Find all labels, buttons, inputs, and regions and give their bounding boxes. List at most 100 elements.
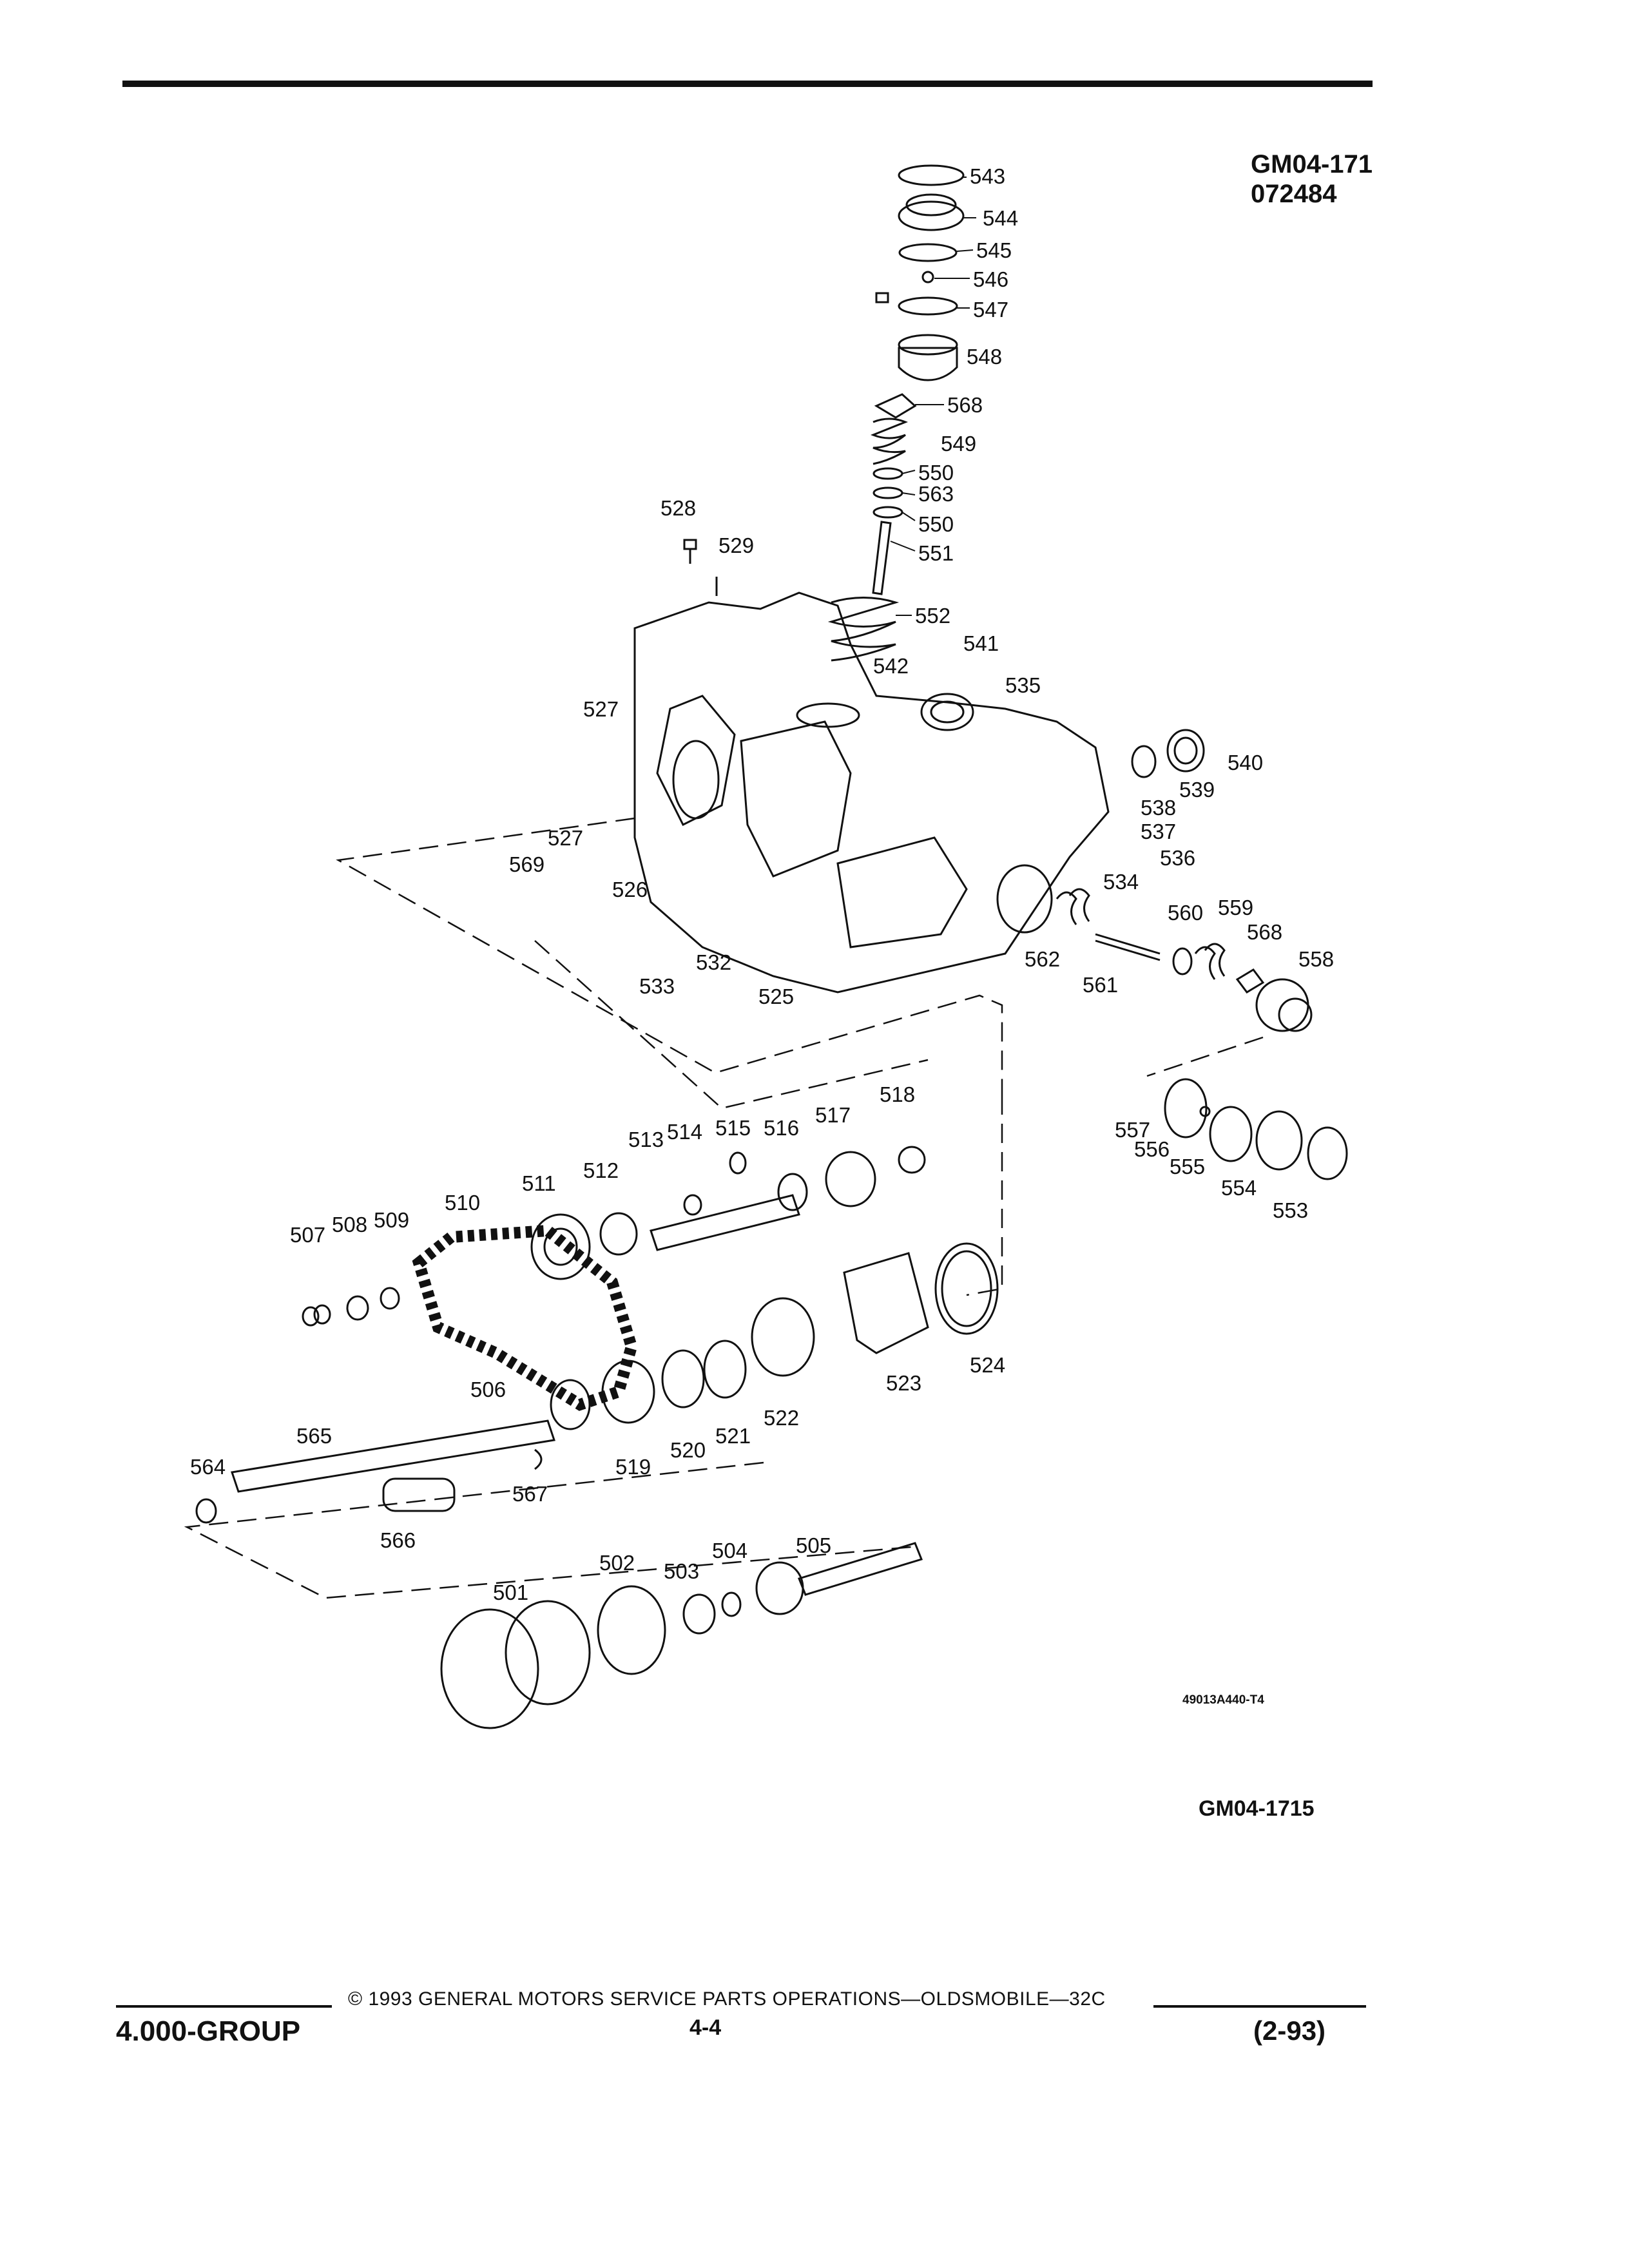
part-label-562: 562 bbox=[1025, 947, 1060, 971]
part-label-564: 564 bbox=[190, 1455, 226, 1479]
part-shape-524-inner bbox=[941, 1250, 992, 1327]
part-shape-528 bbox=[683, 539, 697, 550]
part-shape-553 bbox=[1307, 1126, 1348, 1180]
part-shape-566 bbox=[382, 1477, 456, 1512]
part-label-567: 567 bbox=[512, 1482, 548, 1506]
part-shape-550b bbox=[872, 506, 903, 519]
part-shape-540 bbox=[1166, 729, 1205, 773]
header-code: GM04-171 072484 bbox=[1251, 149, 1373, 209]
part-shape-501 bbox=[440, 1608, 539, 1729]
part-label-505: 505 bbox=[796, 1533, 831, 1557]
case-detail-3 bbox=[836, 836, 968, 948]
part-shape-555 bbox=[1209, 1106, 1253, 1162]
part-label-554: 554 bbox=[1221, 1176, 1257, 1200]
part-label-546: 546 bbox=[973, 267, 1008, 291]
part-label-550: 550 bbox=[918, 512, 954, 536]
part-label-555: 555 bbox=[1170, 1155, 1205, 1178]
part-shape-510 bbox=[412, 1224, 638, 1411]
part-label-540: 540 bbox=[1228, 751, 1263, 774]
part-shape-561-edge bbox=[1095, 939, 1161, 961]
part-label-525: 525 bbox=[758, 985, 794, 1008]
part-label-535: 535 bbox=[1005, 673, 1041, 697]
part-label-534: 534 bbox=[1103, 870, 1139, 894]
part-shape-539 bbox=[1131, 745, 1157, 778]
part-label-569: 569 bbox=[509, 852, 545, 876]
part-label-518: 518 bbox=[880, 1082, 915, 1106]
part-label-521: 521 bbox=[715, 1424, 751, 1448]
part-shape-522 bbox=[751, 1297, 815, 1377]
part-shape-543 bbox=[898, 164, 965, 186]
footer-group: 4.000-GROUP bbox=[116, 2015, 301, 2047]
part-label-557: 557 bbox=[1115, 1118, 1150, 1142]
part-label-523: 523 bbox=[886, 1371, 921, 1395]
part-label-550: 550 bbox=[918, 461, 954, 485]
part-shape-524 bbox=[934, 1242, 999, 1335]
part-shape-551 bbox=[872, 521, 892, 595]
part-shape-544 bbox=[898, 200, 965, 231]
part-shape-521 bbox=[703, 1340, 747, 1399]
part-shape-562 bbox=[1055, 888, 1090, 925]
part-shape-502 bbox=[597, 1585, 666, 1675]
part-shape-554 bbox=[1255, 1110, 1303, 1171]
footer-rule-left bbox=[116, 2005, 332, 2008]
leader-551 bbox=[890, 541, 916, 552]
part-labels: 5435445455465475485685495505635505515525… bbox=[190, 164, 1334, 1604]
part-label-519: 519 bbox=[615, 1455, 651, 1479]
part-shape-520 bbox=[661, 1349, 705, 1408]
part-shape-563 bbox=[872, 486, 903, 499]
part-label-565: 565 bbox=[296, 1424, 332, 1448]
part-label-527: 527 bbox=[548, 826, 583, 850]
part-label-539: 539 bbox=[1179, 778, 1215, 802]
footer-rule-right bbox=[1153, 2005, 1366, 2008]
part-label-553: 553 bbox=[1273, 1198, 1308, 1222]
part-shape-549 bbox=[870, 418, 909, 465]
footer-date: (2-93) bbox=[1253, 2015, 1326, 2046]
leader-563 bbox=[901, 492, 916, 495]
part-label-529: 529 bbox=[718, 533, 754, 557]
part-label-548: 548 bbox=[967, 345, 1002, 369]
leader-550b bbox=[901, 512, 916, 521]
part-label-545: 545 bbox=[976, 238, 1012, 262]
part-label-527: 527 bbox=[583, 697, 619, 721]
part-shape-541 bbox=[920, 693, 974, 731]
part-shape-567 bbox=[534, 1448, 543, 1470]
part-label-504: 504 bbox=[712, 1539, 747, 1562]
part-label-547: 547 bbox=[973, 298, 1008, 322]
part-label-563: 563 bbox=[918, 482, 954, 506]
part-shape-503 bbox=[682, 1593, 716, 1635]
part-shape-505-gear bbox=[755, 1561, 804, 1615]
header-code-line2: 072484 bbox=[1251, 180, 1337, 208]
part-label-503: 503 bbox=[664, 1559, 699, 1583]
part-shape-511-hub bbox=[543, 1227, 578, 1266]
part-shape-547 bbox=[898, 296, 958, 316]
case-outline bbox=[633, 591, 1110, 994]
part-label-502: 502 bbox=[599, 1551, 635, 1575]
part-shape-504 bbox=[721, 1591, 742, 1617]
part-label-560: 560 bbox=[1168, 901, 1203, 925]
part-shape-523 bbox=[843, 1252, 929, 1354]
leader-550 bbox=[901, 470, 916, 474]
part-label-536: 536 bbox=[1160, 846, 1195, 870]
part-shape-557 bbox=[1164, 1078, 1208, 1139]
part-label-517: 517 bbox=[815, 1103, 851, 1127]
part-shape-517 bbox=[825, 1151, 876, 1207]
part-label-511: 511 bbox=[522, 1171, 556, 1195]
part-shape-552 bbox=[827, 597, 900, 662]
header-rule bbox=[122, 81, 1373, 87]
assembly-line-3 bbox=[1146, 1036, 1264, 1077]
part-label-541: 541 bbox=[963, 631, 999, 655]
part-label-568: 568 bbox=[1247, 920, 1282, 944]
part-label-513: 513 bbox=[628, 1128, 664, 1151]
case-ring bbox=[796, 702, 860, 728]
part-shape-559 bbox=[1194, 943, 1226, 980]
part-label-544: 544 bbox=[983, 206, 1018, 230]
part-label-515: 515 bbox=[715, 1116, 751, 1140]
part-label-543: 543 bbox=[970, 164, 1005, 188]
part-shape-568b bbox=[1235, 968, 1265, 994]
part-shape-556 bbox=[1199, 1106, 1211, 1117]
footer-copyright: © 1993 GENERAL MOTORS SERVICE PARTS OPER… bbox=[348, 1988, 1106, 2010]
part-shape-564 bbox=[195, 1498, 217, 1524]
part-shape-568-top bbox=[874, 393, 917, 419]
header-code-line1: GM04-171 bbox=[1251, 150, 1373, 178]
assembly-line-1 bbox=[336, 817, 1003, 1095]
